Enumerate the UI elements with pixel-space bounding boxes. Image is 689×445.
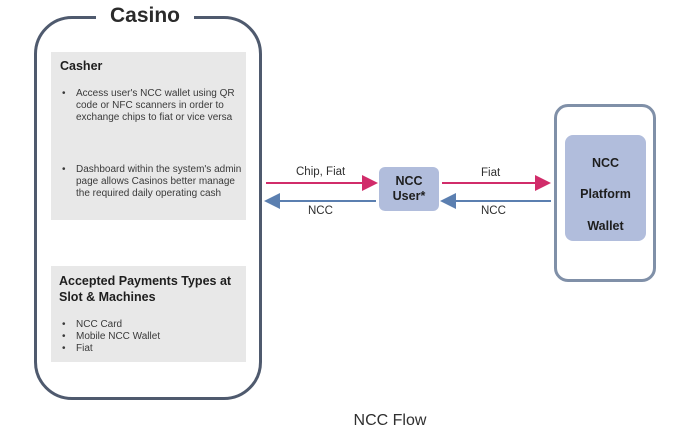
payments-heading: Accepted Payments Types at Slot & Machin… (59, 274, 232, 304)
bullet-marker: • (62, 343, 66, 354)
bullet-marker: • (62, 319, 66, 330)
ncc-user-node: NCC User* (379, 167, 439, 211)
casino-title: Casino (96, 2, 194, 30)
bullet-marker: • (62, 331, 66, 342)
edge-label-user-to-platform: Fiat (481, 167, 501, 179)
casher-bullet-1: • Access user's NCC wallet using QR code… (62, 88, 246, 138)
platform-label-line3: Wallet (587, 219, 624, 233)
bullet-marker: • (62, 164, 66, 175)
casher-heading: Casher (60, 59, 103, 73)
bullet-marker: • (62, 88, 66, 99)
payment-item-text: Mobile NCC Wallet (76, 331, 161, 342)
casher-bullet-text: Dashboard within the system's admin page… (76, 164, 242, 199)
payment-item-text: NCC Card (76, 319, 123, 330)
platform-label-line2: Platform (580, 187, 631, 201)
ncc-platform-wallet-node: NCC Platform Wallet (565, 135, 646, 241)
casher-panel (51, 52, 246, 220)
diagram-caption: NCC Flow (353, 412, 427, 429)
edge-label-platform-to-user: NCC (481, 205, 506, 217)
payment-item-text: Fiat (76, 343, 93, 354)
casher-bullet-2: • Dashboard within the system's admin pa… (62, 164, 246, 214)
platform-label-line1: NCC (591, 156, 620, 170)
casher-bullet-text: Access user's NCC wallet using QR code o… (76, 88, 235, 123)
platform-frame (554, 104, 656, 282)
edge-label-casino-to-user: Chip, Fiat (296, 166, 346, 178)
ncc-user-label-line2: User* (392, 189, 426, 203)
payments-panel (51, 266, 246, 362)
ncc-user-label-line1: NCC (395, 174, 423, 188)
edge-label-user-to-casino: NCC (308, 205, 333, 217)
